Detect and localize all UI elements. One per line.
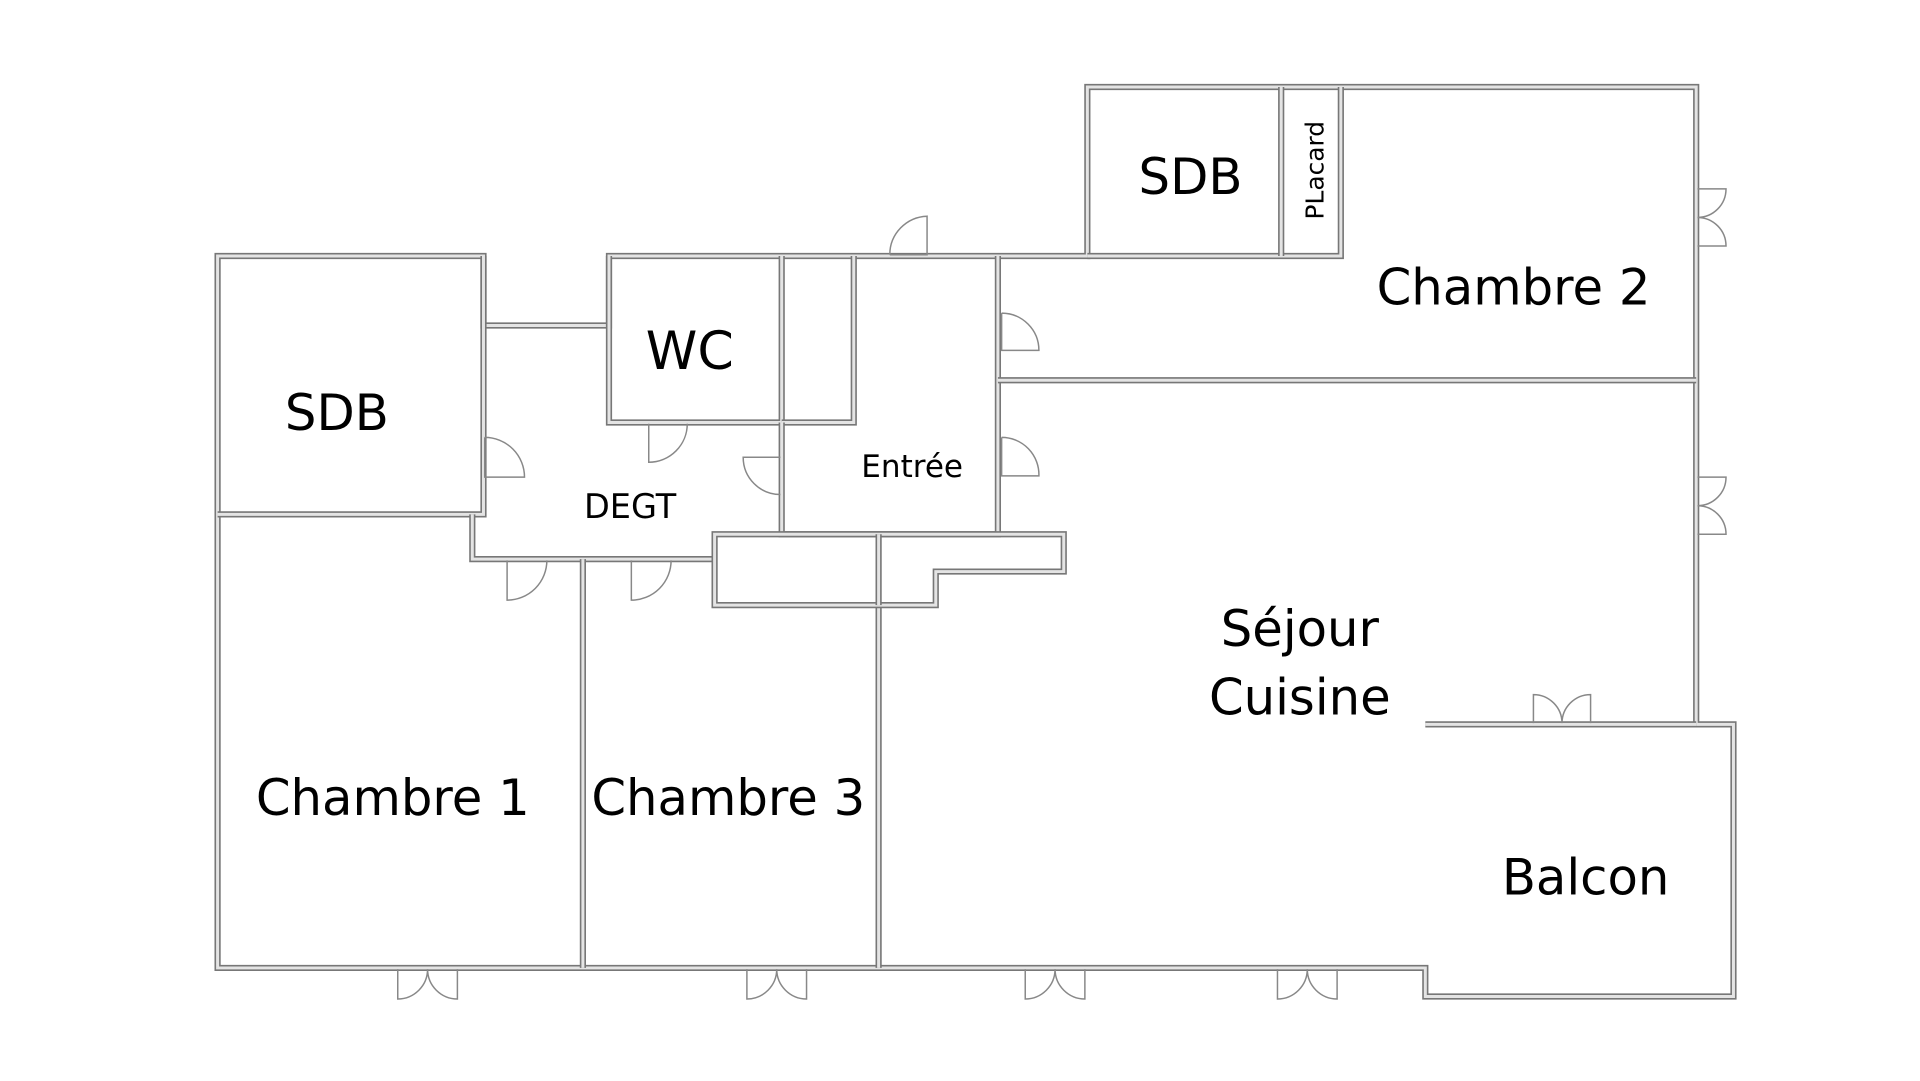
door-swing-icon (630, 560, 672, 601)
room-label-sdb-left: SDB (285, 384, 389, 442)
door-swing-icon (1532, 693, 1592, 724)
wall-segment (470, 514, 715, 561)
door-swing-icon (1276, 969, 1338, 1000)
room-label-balcon: Balcon (1502, 849, 1670, 907)
wall-segment (217, 255, 485, 516)
room-label-chambre2: Chambre 2 (1377, 258, 1651, 316)
wall-segment (1087, 86, 1343, 258)
room-label-sdb-top: SDB (1139, 148, 1243, 206)
room-label-degt: DEGT (584, 487, 677, 526)
room-label-cuisine: Cuisine (1209, 668, 1391, 726)
door-swing-icon (746, 969, 808, 1000)
door-swing-icon (1000, 312, 1040, 352)
door-swing-icon (397, 969, 459, 1000)
wall-segment (713, 532, 1066, 607)
room-label-sejour: Séjour (1221, 600, 1380, 658)
wall-segment (607, 255, 784, 424)
room-label-entree: Entrée (861, 449, 963, 485)
door-swing-icon (506, 560, 548, 601)
door-swing-icon (1000, 436, 1040, 477)
door-swing-icon (648, 423, 689, 463)
wall-segment (781, 255, 857, 426)
door-swing-icon (742, 456, 781, 496)
doors (397, 188, 1727, 1000)
wall-segment (781, 255, 856, 424)
room-label-wc: WC (646, 322, 734, 382)
wall-segment (216, 85, 1735, 998)
door-swing-icon (1697, 476, 1727, 536)
door-swing-icon (889, 215, 928, 256)
door-swing-icon (1697, 188, 1727, 247)
walls (214, 83, 1737, 1000)
room-label-chambre3: Chambre 3 (591, 769, 865, 827)
room-label-placard: PLacard (1300, 121, 1329, 219)
wall-segment (711, 531, 1067, 609)
door-swing-icon (1024, 969, 1086, 1000)
door-swing-icon (483, 436, 526, 478)
wall-segment (780, 255, 1000, 536)
room-label-chambre1: Chambre 1 (256, 769, 530, 827)
wall-segment (778, 255, 1002, 538)
